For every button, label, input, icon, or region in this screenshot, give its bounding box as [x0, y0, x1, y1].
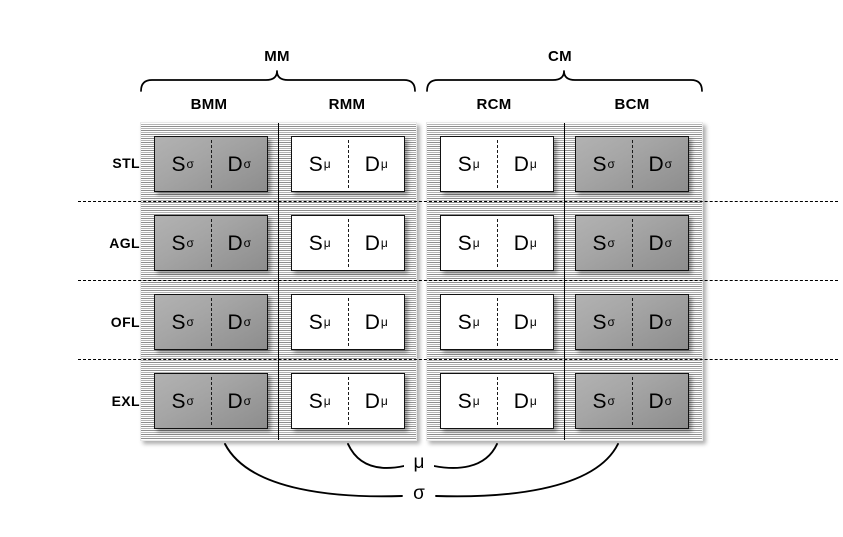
brace-cm	[426, 70, 703, 92]
cell-split-dash	[210, 140, 212, 188]
row-label-ofl: OFL	[110, 314, 140, 330]
column-label-rcm: RCM	[476, 96, 512, 113]
cell-split-dash	[496, 219, 498, 267]
mu-arc-right	[433, 443, 498, 469]
column-label-bcm: BCM	[614, 96, 650, 113]
row-separator-agl-ofl	[78, 280, 838, 281]
cell-split-dash	[631, 377, 633, 425]
connector-label-sigma: σ	[403, 483, 435, 505]
row-separator-ofl-exl	[78, 359, 838, 360]
cell-split-dash	[210, 298, 212, 346]
panel-divider-mm	[278, 123, 279, 440]
cell-split-dash	[631, 298, 633, 346]
cell-split-dash	[210, 219, 212, 267]
mu-arc	[347, 443, 405, 469]
cell-split-dash	[631, 219, 633, 267]
cell-split-dash	[496, 377, 498, 425]
cell-split-dash	[631, 140, 633, 188]
panel-divider-cm	[564, 123, 565, 440]
super-group-label-cm: CM	[548, 48, 572, 65]
connector-label-mu: μ	[404, 452, 434, 474]
brace-mm	[140, 70, 416, 92]
cell-split-dash	[347, 140, 349, 188]
column-label-rmm: RMM	[328, 96, 366, 113]
column-label-bmm: BMM	[190, 96, 228, 113]
sigma-arc-right	[435, 443, 619, 498]
cell-split-dash	[347, 298, 349, 346]
row-separator-stl-agl	[78, 201, 838, 202]
cell-split-dash	[210, 377, 212, 425]
cell-split-dash	[496, 140, 498, 188]
super-group-label-mm: MM	[264, 48, 290, 65]
row-label-agl: AGL	[109, 235, 140, 251]
cell-split-dash	[496, 298, 498, 346]
row-label-exl: EXL	[111, 393, 140, 409]
sigma-arc	[224, 443, 403, 498]
cell-split-dash	[347, 377, 349, 425]
row-label-stl: STL	[112, 155, 140, 171]
cell-split-dash	[347, 219, 349, 267]
